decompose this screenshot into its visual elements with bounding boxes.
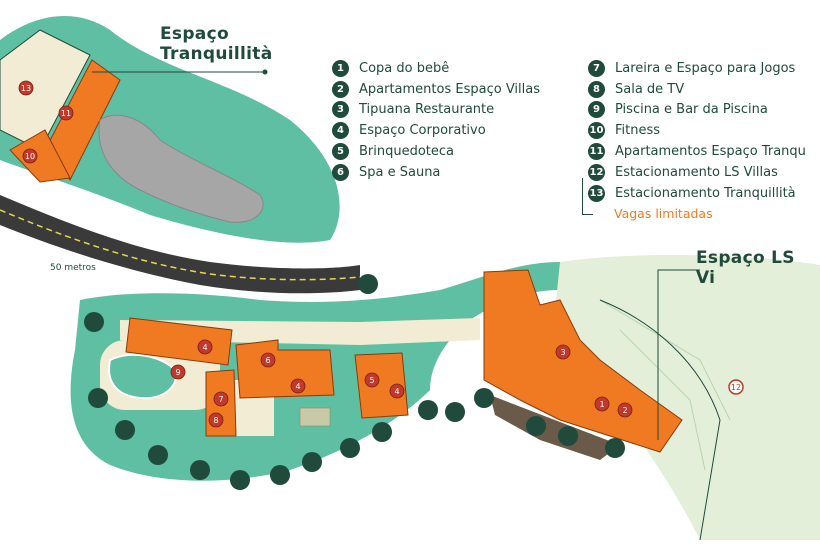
map-marker-label: 1 (599, 400, 604, 409)
map-marker-label: 12 (731, 383, 741, 392)
striped-area (299, 407, 331, 427)
legend-number-badge: 13 (588, 184, 605, 202)
road (0, 195, 360, 294)
parking-13 (0, 29, 91, 151)
legend-item: 9 Piscina e Bar da Piscina (588, 100, 806, 121)
legend-item: 4 Espaço Corporativo (332, 120, 540, 141)
map-marker (617, 402, 633, 418)
map-marker (555, 344, 571, 360)
legend-number-badge: 5 (332, 143, 349, 161)
map-marker (213, 391, 229, 407)
map-marker-label: 2 (622, 406, 627, 415)
map-marker-label: 9 (175, 368, 180, 377)
legend-number-badge: 11 (588, 143, 605, 161)
map-marker-label: 3 (560, 348, 565, 357)
legend-number-badge: 2 (332, 80, 349, 98)
map-marker (728, 379, 744, 395)
map-marker-label: 13 (21, 84, 31, 93)
legend-number-badge: 6 (332, 163, 349, 181)
legend-label: Apartamentos Espaço Villas (359, 81, 540, 97)
legend-label: Espaço Corporativo (359, 123, 486, 139)
legend-item: 11 Apartamentos Espaço Tranqu (588, 141, 806, 162)
legend-item: 13 Estacionamento Tranquillità (588, 183, 806, 204)
legend-item: 2 Apartamentos Espaço Villas (332, 79, 540, 100)
legend-item: 7 Lareira e Espaço para Jogos (588, 58, 806, 79)
parking-lines (599, 299, 731, 471)
map-marker-label: 7 (218, 395, 223, 404)
map-marker-label: 4 (202, 343, 207, 352)
map-marker (170, 364, 186, 380)
rock-area (98, 114, 264, 223)
map-marker-label: 4 (394, 387, 399, 396)
map-marker (594, 396, 610, 412)
map-marker (58, 105, 74, 121)
map-marker-label: 8 (213, 416, 218, 425)
legend-number-badge: 7 (588, 59, 605, 77)
building-6-4 (235, 339, 335, 399)
legend-item: 6 Spa e Sauna (332, 162, 540, 183)
map-marker (389, 383, 405, 399)
parking-12 (550, 254, 820, 541)
map-marker (290, 378, 306, 394)
legend-label: Copa do bebê (359, 60, 450, 76)
legend-number-badge: 4 (332, 122, 349, 140)
ls-villas-outline (599, 299, 721, 541)
legend-label: Apartamentos Espaço Tranqu (615, 144, 806, 160)
legend-label: Tipuana Restaurante (359, 102, 495, 118)
legend-number-badge: 10 (588, 122, 605, 140)
legend-label: Spa e Sauna (359, 164, 441, 180)
legend-item: 5 Brinquedoteca (332, 141, 540, 162)
legend-label: Fitness (615, 123, 661, 139)
building-10 (9, 129, 71, 183)
legend-item: 8 Sala de TV (588, 79, 806, 100)
legend-left: 1 Copa do bebê 2 Apartamentos Espaço Villas… (332, 58, 540, 183)
map-marker (18, 80, 34, 96)
map-marker (208, 412, 224, 428)
map-marker-label: 5 (369, 376, 374, 385)
map-marker (260, 352, 276, 368)
building-5-4 (354, 352, 409, 419)
legend-label: Piscina e Bar da Piscina (615, 102, 768, 118)
scale-label: 50 metros (50, 263, 96, 273)
map-marker-label: 10 (25, 152, 35, 161)
ls-villas-pointer (657, 269, 700, 440)
map-marker-label: 6 (265, 356, 270, 365)
map-marker (197, 339, 213, 355)
parking-bracket (582, 178, 593, 215)
map-marker (22, 148, 38, 164)
legend-label: Lareira e Espaço para Jogos (615, 60, 796, 76)
building-3-1-2 (483, 269, 683, 453)
title-ls-villas: Espaço LS Vi (696, 248, 795, 288)
map-marker-label: 11 (61, 109, 71, 118)
title-tranquillita-line2: Tranquillità (160, 44, 273, 64)
legend-label: Estacionamento LS Villas (615, 164, 778, 180)
legend-item: 1 Copa do bebê (332, 58, 540, 79)
map-marker-label: 4 (295, 382, 300, 391)
title-tranquillita-line1: Espaço (160, 24, 229, 44)
legend-number-badge: 3 (332, 101, 349, 119)
legend-number-badge: 9 (588, 101, 605, 119)
legend-number-badge: 8 (588, 80, 605, 98)
map-marker (364, 372, 380, 388)
legend-number-badge: 12 (588, 163, 605, 181)
dark-terrace (490, 395, 620, 460)
legend-label: Sala de TV (615, 81, 685, 97)
legend-label: Estacionamento Tranquillità (615, 185, 796, 201)
road-line (0, 209, 361, 281)
legend-item: 10 Fitness (588, 120, 806, 141)
legend-item: 3 Tipuana Restaurante (332, 100, 540, 121)
legend-label: Brinquedoteca (359, 144, 455, 160)
legend-item: 12 Estacionamento LS Villas (588, 162, 806, 183)
title-tranquillita: Espaço Tranquillità (160, 24, 272, 64)
legend-number-badge: 1 (332, 59, 349, 77)
legend-right: 7 Lareira e Espaço para Jogos 8 Sala de TV 9… (588, 58, 806, 204)
trees (84, 274, 625, 490)
limited-parking-note: Vagas limitadas (614, 206, 713, 221)
road-edge (0, 184, 361, 261)
pool (108, 353, 177, 400)
